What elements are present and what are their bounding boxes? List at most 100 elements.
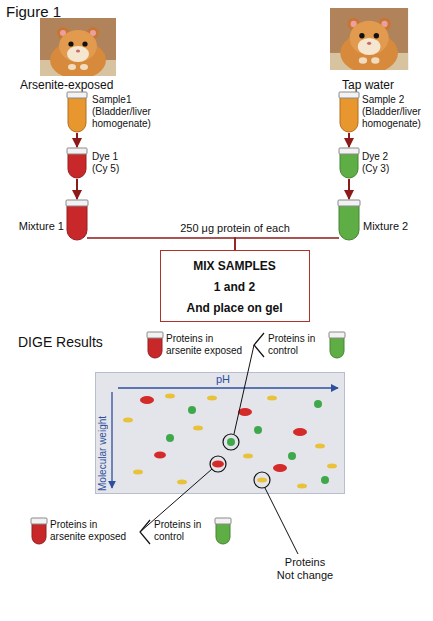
leader-line	[140, 469, 212, 532]
connector-line	[87, 238, 235, 250]
yellow-spot	[123, 418, 133, 423]
dye-tube: Dye 2 (Cy 3)	[340, 148, 410, 178]
bracket	[254, 333, 264, 357]
tube-cap	[147, 332, 163, 338]
flow-arrow	[76, 179, 78, 199]
red-spot	[154, 452, 166, 459]
tube-body	[340, 153, 358, 178]
callout-text: Proteins in control	[268, 333, 328, 357]
tube-cap	[338, 200, 360, 206]
tube-cap	[66, 200, 88, 206]
yellow-spot	[243, 454, 253, 459]
result-tube: Proteins in control	[268, 332, 344, 358]
yellow-spot	[267, 396, 277, 401]
tube-body	[340, 97, 358, 132]
result-tube: Proteins in control	[154, 518, 230, 544]
connector-layer	[77, 133, 349, 250]
green-spot	[314, 400, 322, 408]
highlight-circle	[254, 472, 270, 488]
process-box: MIX SAMPLES 1 and 2 And place on gel	[160, 250, 310, 322]
tube-cap	[329, 332, 345, 338]
leader-line	[234, 345, 254, 434]
yellow-spot	[165, 394, 175, 399]
axis-arrow	[111, 392, 112, 488]
tube-cap	[339, 148, 359, 154]
callout-text: Proteins Not change	[276, 556, 334, 582]
box-text: MIX SAMPLES	[161, 259, 308, 273]
flow-arrow	[348, 133, 350, 147]
yellow-spot	[207, 396, 217, 401]
yellow-spot	[297, 484, 307, 489]
figure-title: Figure 1	[6, 3, 126, 21]
result-tube: Proteins in arsenite exposed	[148, 332, 248, 358]
green-spot	[321, 476, 329, 484]
yellow-spot	[257, 478, 267, 483]
green-spot	[227, 438, 235, 446]
tube-cap	[67, 92, 87, 98]
hamster-photo	[40, 18, 116, 79]
tube-cap	[339, 92, 359, 98]
tube-cap	[67, 148, 87, 154]
section-heading: DIGE Results	[18, 334, 138, 351]
green-spot	[254, 426, 262, 434]
caption: Arsenite-exposed	[20, 78, 122, 92]
yellow-spot	[327, 464, 337, 469]
yellow-spot	[193, 426, 203, 431]
flow-arrow	[348, 179, 350, 199]
axis-arrow	[118, 387, 338, 388]
yellow-spot	[133, 470, 143, 475]
callout-text: Proteins in control	[154, 519, 214, 543]
yellow-spot	[177, 480, 187, 485]
box-text: And place on gel	[161, 301, 308, 315]
gel-image: pH Molecular weight	[95, 372, 345, 494]
highlight-circle	[223, 434, 239, 450]
sample-tube: Sample1 (Bladder/liver homogenate)	[68, 92, 168, 132]
bracket	[140, 520, 150, 544]
tube-body	[32, 523, 46, 544]
hamster-photo: Tap water	[330, 8, 420, 94]
axis-label: Molecular weight	[97, 391, 109, 491]
tube-body	[68, 153, 86, 178]
mixture-tube: Mixture 2	[339, 200, 427, 240]
tube-label: Mixture 2	[363, 220, 425, 233]
edge-label: 250 μg protein of each	[150, 222, 320, 235]
tube-label: Sample 2 (Bladder/liver homogenate)	[362, 94, 432, 130]
yellow-spot	[315, 444, 325, 449]
red-spot	[212, 461, 224, 468]
green-spot	[188, 406, 196, 414]
tube-label: Mixture 1	[12, 220, 64, 233]
hamster-photo	[330, 8, 408, 73]
red-spot	[293, 428, 307, 436]
flow-arrow	[76, 133, 78, 147]
green-spot	[166, 434, 174, 442]
tube-label: Dye 2 (Cy 3)	[362, 151, 402, 175]
dye-tube: Dye 1 (Cy 5)	[68, 148, 138, 178]
box-text: 1 and 2	[161, 280, 308, 294]
highlight-circle	[210, 456, 226, 472]
tube-cap	[215, 518, 231, 524]
gel-spots	[123, 394, 337, 489]
sample-tube: Sample 2 (Bladder/liver homogenate)	[340, 92, 432, 132]
tube-body	[216, 523, 230, 544]
hamster-photo: Arsenite-exposed	[18, 18, 122, 94]
axis-label: pH	[208, 373, 238, 386]
red-spot	[140, 396, 154, 404]
caption: Tap water	[342, 78, 420, 92]
green-spot	[288, 452, 296, 460]
mixture-tube: Mixture 1	[12, 200, 87, 240]
connector-line	[235, 238, 339, 250]
tube-label: Sample1 (Bladder/liver homogenate)	[92, 94, 164, 130]
tube-body	[68, 97, 86, 132]
result-tube: Proteins in arsenite exposed	[32, 518, 136, 544]
tube-cap	[31, 518, 47, 524]
tube-body	[148, 337, 162, 358]
red-spot	[238, 408, 252, 416]
callout-text: Proteins in arsenite exposed	[166, 333, 248, 357]
red-spot	[273, 464, 287, 472]
tube-body	[330, 337, 344, 358]
tube-body	[67, 205, 87, 240]
tube-label: Dye 1 (Cy 5)	[92, 151, 132, 175]
tube-body	[339, 205, 359, 240]
